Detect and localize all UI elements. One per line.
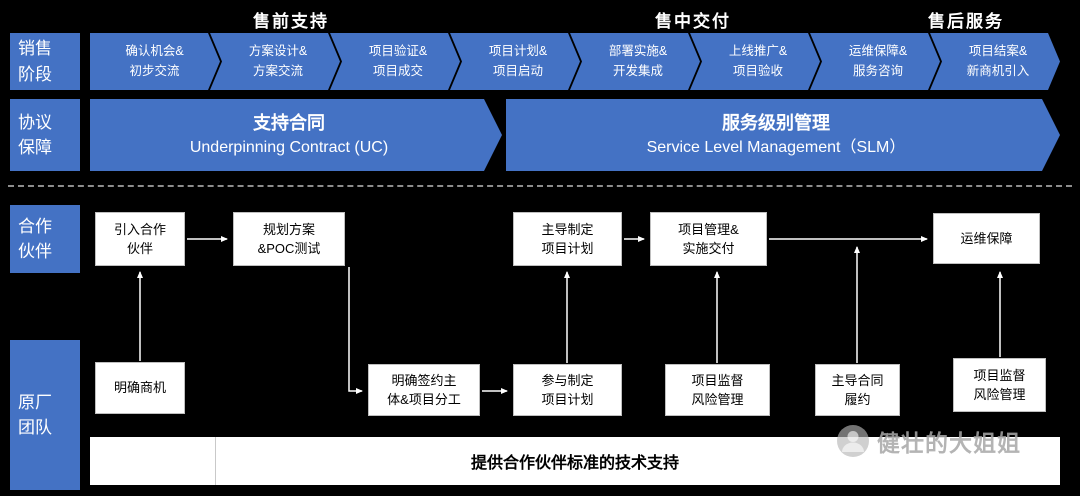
agreement-title: 支持合同 — [253, 113, 325, 134]
row-label-text: 伙伴 — [18, 242, 52, 261]
box-text: 项目监督 — [973, 367, 1026, 383]
chevron-text: 运维保障& — [848, 44, 908, 59]
row-label-text: 团队 — [18, 418, 52, 437]
vendor-box-identify-opportunity: 明确商机 — [95, 362, 185, 414]
box-text: 规划方案 — [262, 221, 315, 237]
box-text: 实施交付 — [682, 241, 735, 256]
box-text: 风险管理 — [691, 392, 744, 407]
row-label-text: 合作 — [18, 216, 52, 236]
box-text: 项目管理& — [678, 221, 739, 237]
box-text: &POC测试 — [257, 241, 321, 256]
watermark-text: 健壮的大姐姐 — [877, 430, 1021, 456]
box-text: 项目计划 — [541, 241, 594, 256]
sales-stage-chevron-4: 项目计划& 项目启动 — [450, 33, 580, 90]
partner-box-ops-assurance: 运维保障 — [933, 213, 1040, 264]
vendor-box-lead-contract: 主导合同 履约 — [815, 364, 900, 416]
chevron-text: 项目启动 — [492, 63, 543, 78]
box-text: 体&项目分工 — [387, 392, 461, 407]
vendor-box-supervise-risk-2: 项目监督 风险管理 — [953, 358, 1046, 412]
agreement-subtitle: Service Level Management（SLM） — [646, 139, 906, 157]
vendor-box-contract-split: 明确签约主 体&项目分工 — [368, 364, 480, 416]
chevron-text: 开发集成 — [612, 63, 663, 78]
box-text: 主导合同 — [831, 372, 884, 388]
dashed-divider — [8, 185, 1072, 187]
sales-stage-chevron-7: 运维保障& 服务咨询 — [810, 33, 940, 90]
agreement-arrow-uc: 支持合同 Underpinning Contract (UC) — [90, 99, 502, 171]
partner-box-poc-plan: 规划方案 &POC测试 — [233, 212, 345, 266]
row-label-vendor-team: 原厂 团队 — [10, 340, 80, 490]
phase-header-midsales: 售中交付 — [655, 12, 731, 31]
partner-box-lead-plan: 主导制定 项目计划 — [513, 212, 622, 266]
support-bar-divider — [215, 437, 216, 485]
box-text: 履约 — [844, 392, 871, 407]
sales-stage-chevron-5: 部署实施& 开发集成 — [570, 33, 700, 90]
chevron-text: 部署实施& — [608, 44, 668, 59]
chevron-text: 方案设计& — [248, 44, 308, 59]
row-label-sales-stage: 销售 阶段 — [10, 33, 80, 90]
watermark: 健壮的大姐姐 — [836, 424, 1021, 458]
partner-box-project-delivery: 项目管理& 实施交付 — [650, 212, 767, 266]
box-text: 伙伴 — [126, 241, 153, 256]
box-text: 引入合作 — [113, 221, 166, 237]
agreement-subtitle: Underpinning Contract (UC) — [189, 139, 389, 157]
watermark-avatar-icon — [837, 425, 869, 457]
chevron-text: 方案交流 — [252, 63, 303, 78]
row-label-agreement: 协议 保障 — [10, 99, 80, 171]
sales-stage-chevron-6: 上线推广& 项目验收 — [690, 33, 820, 90]
phase-header-presales: 售前支持 — [253, 12, 329, 31]
row-label-text: 保障 — [18, 138, 52, 157]
agreement-arrow-slm: 服务级别管理 Service Level Management（SLM） — [506, 99, 1060, 171]
chevron-text: 项目计划& — [488, 44, 548, 59]
vendor-box-supervise-risk-1: 项目监督 风险管理 — [665, 364, 770, 416]
chevron-text: 项目成交 — [372, 63, 423, 78]
box-text: 项目计划 — [541, 392, 594, 407]
partner-box-intro-partner: 引入合作 伙伴 — [95, 212, 185, 266]
chevron-text: 上线推广& — [728, 44, 788, 59]
box-text: 主导制定 — [541, 221, 594, 237]
box-text: 风险管理 — [973, 387, 1026, 402]
chevron-text: 新商机引入 — [966, 63, 1030, 78]
chevron-text: 初步交流 — [129, 63, 180, 78]
row-label-text: 销售 — [18, 39, 52, 58]
sales-stage-chevron-1: 确认机会& 初步交流 — [90, 33, 220, 90]
sales-stage-chevron-2: 方案设计& 方案交流 — [210, 33, 340, 90]
support-bar-label: 提供合作伙伴标准的技术支持 — [470, 455, 679, 472]
box-text: 项目监督 — [691, 372, 744, 388]
sales-stage-chevron-3: 项目验证& 项目成交 — [330, 33, 460, 90]
chevron-text: 服务咨询 — [852, 63, 903, 78]
box-text: 参与制定 — [541, 372, 594, 388]
row-label-text: 协议 — [18, 112, 52, 132]
box-text: 运维保障 — [960, 230, 1013, 246]
phase-header-aftersales: 售后服务 — [928, 12, 1004, 31]
chevron-text: 项目验收 — [732, 63, 783, 78]
chevron-text: 项目验证& — [368, 44, 428, 59]
support-bar: 提供合作伙伴标准的技术支持 — [90, 437, 1060, 485]
box-text: 明确签约主 — [391, 372, 457, 388]
chevron-text: 项目结案& — [968, 44, 1028, 59]
row-label-partner: 合作 伙伴 — [10, 205, 80, 273]
row-label-text: 阶段 — [18, 64, 52, 84]
chevron-text: 确认机会& — [125, 44, 184, 59]
row-label-text: 原厂 — [18, 392, 52, 412]
vendor-box-join-plan: 参与制定 项目计划 — [513, 364, 622, 416]
sales-stage-chevron-8: 项目结案& 新商机引入 — [930, 33, 1060, 90]
box-text: 明确商机 — [113, 380, 166, 396]
agreement-title: 服务级别管理 — [722, 113, 830, 134]
